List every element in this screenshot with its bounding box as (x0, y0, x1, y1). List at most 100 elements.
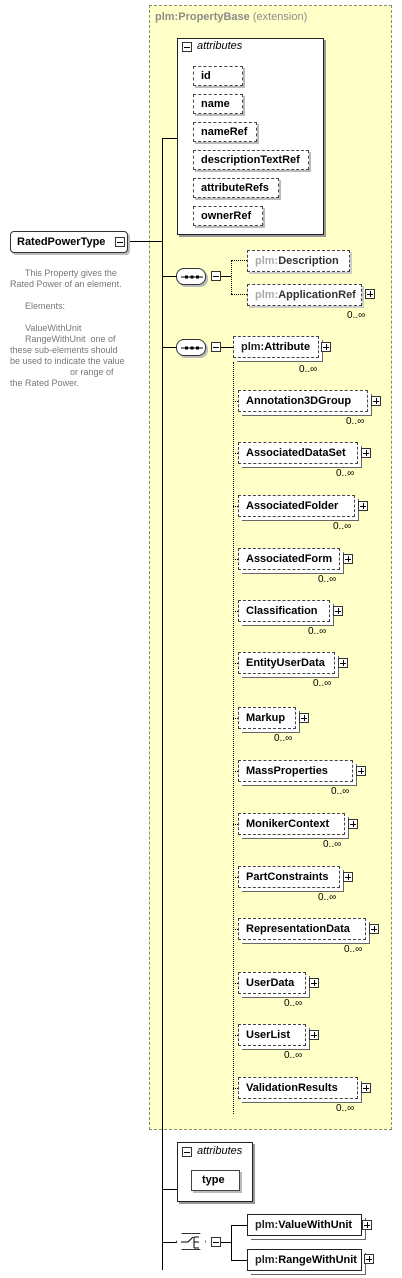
main-trunk (162, 138, 163, 1270)
attribute-ownerref[interactable]: ownerRef (193, 206, 263, 226)
expand-icon[interactable] (333, 606, 343, 616)
element-substitution[interactable]: MonikerContext (238, 813, 345, 835)
attribute-id[interactable]: id (193, 66, 243, 86)
seq1-branch (162, 276, 178, 277)
root-connector (128, 241, 162, 242)
sequence-compositor-icon[interactable] (176, 339, 206, 356)
choice-h2 (231, 1260, 247, 1261)
sequence-compositor-icon[interactable] (176, 268, 206, 285)
element-label: RepresentationData (246, 923, 350, 935)
element-rangewithunit[interactable]: plm:RangeWithUnit (247, 1249, 362, 1271)
element-substitution[interactable]: EntityUserData (238, 652, 335, 674)
occurs-label: 0..∞ (284, 1050, 303, 1061)
occurs-label: 0..∞ (284, 998, 303, 1009)
root-element[interactable]: RatedPowerType (10, 231, 128, 253)
seq1-h2 (231, 294, 247, 295)
element-label: AssociatedFolder (246, 500, 339, 512)
expand-icon[interactable] (338, 658, 348, 668)
collapse-sequence-icon[interactable] (211, 271, 221, 281)
local-attr-branch (162, 1189, 178, 1190)
element-substitution[interactable]: AssociatedForm (238, 548, 340, 570)
occurs-label: 0..∞ (274, 733, 293, 744)
element-applicationref[interactable]: plm:ApplicationRef (247, 284, 362, 306)
element-label: MonikerContext (246, 818, 330, 830)
substitution-connector (233, 929, 238, 930)
expand-icon[interactable] (358, 501, 368, 511)
expand-icon[interactable] (369, 924, 379, 934)
expand-icon[interactable] (309, 1030, 319, 1040)
occurs-label: 0..∞ (331, 786, 350, 797)
occurs-label: 0..∞ (344, 944, 363, 955)
element-label: EntityUserData (246, 657, 325, 669)
element-substitution[interactable]: Annotation3DGroup (238, 390, 368, 412)
element-valuewithunit[interactable]: plm:ValueWithUnit (247, 1214, 362, 1236)
expand-icon[interactable] (361, 1083, 371, 1093)
element-substitution[interactable]: RepresentationData (238, 918, 366, 940)
collapse-root-icon[interactable] (115, 237, 125, 247)
occurs-label: 0..∞ (318, 892, 337, 903)
element-label: Classification (246, 605, 318, 617)
expand-icon[interactable] (299, 713, 309, 723)
element-substitution[interactable]: UserList (238, 1024, 306, 1046)
occurs-applicationref: 0..∞ (347, 310, 366, 321)
substitution-connector (233, 453, 238, 454)
occurs-label: 0..∞ (333, 521, 352, 532)
element-substitution[interactable]: UserData (238, 972, 306, 994)
expand-icon[interactable] (371, 396, 381, 406)
occurs-label: 0..∞ (323, 839, 342, 850)
seq2-branch (162, 347, 178, 348)
attribute-nameref[interactable]: nameRef (193, 122, 257, 142)
occurs-attribute: 0..∞ (299, 364, 318, 375)
element-substitution[interactable]: ValidationResults (238, 1077, 358, 1099)
element-description[interactable]: plm:Description (247, 250, 350, 272)
expand-valuewithunit-icon[interactable] (362, 1220, 372, 1230)
element-label: ValidationResults (246, 1082, 338, 1094)
element-substitution[interactable]: AssociatedDataSet (238, 442, 358, 464)
element-attribute[interactable]: plm:Attribute (233, 336, 319, 358)
occurs-label: 0..∞ (336, 468, 355, 479)
element-substitution[interactable]: Classification (238, 600, 330, 622)
expand-applicationref-icon[interactable] (365, 289, 375, 299)
substitution-connector (233, 506, 238, 507)
substitution-connector (233, 983, 238, 984)
substitution-connector (233, 559, 238, 560)
seq2-link (221, 347, 233, 348)
expand-icon[interactable] (343, 554, 353, 564)
seq1-link (221, 276, 231, 277)
expand-icon[interactable] (361, 448, 371, 458)
expand-attribute-icon[interactable] (321, 342, 331, 352)
expand-icon[interactable] (348, 819, 358, 829)
element-substitution[interactable]: Markup (238, 707, 296, 729)
occurs-label: 0..∞ (346, 416, 365, 427)
expand-icon[interactable] (309, 978, 319, 988)
attribute-attributerefs[interactable]: attributeRefs (193, 178, 279, 198)
extension-title: plm:PropertyBase (extension) (155, 11, 308, 23)
element-substitution[interactable]: AssociatedFolder (238, 495, 355, 517)
choice-compositor-icon[interactable] (176, 1233, 206, 1250)
element-label: Annotation3DGroup (246, 395, 352, 407)
documentation: This Property gives the Rated Power of a… (10, 268, 125, 388)
local-attributes-header: attributes (197, 1145, 243, 1157)
collapse-local-attributes-icon[interactable] (182, 1147, 192, 1157)
substitution-connector (233, 771, 238, 772)
collapse-sequence-icon[interactable] (211, 342, 221, 352)
occurs-label: 0..∞ (308, 626, 327, 637)
element-label: Markup (246, 712, 286, 724)
element-label: UserData (246, 977, 295, 989)
substitution-connector (233, 401, 238, 402)
expand-icon[interactable] (343, 872, 353, 882)
attribute-type[interactable]: type (191, 1170, 240, 1191)
expand-rangewithunit-icon[interactable] (364, 1254, 374, 1264)
collapse-choice-icon[interactable] (211, 1237, 221, 1247)
attribute-name[interactable]: name (193, 94, 243, 114)
element-substitution[interactable]: PartConstraints (238, 866, 340, 888)
attribute-descriptiontextref[interactable]: descriptionTextRef (193, 150, 309, 170)
collapse-attributes-icon[interactable] (182, 42, 192, 52)
choice-vline (231, 1225, 232, 1261)
occurs-label: 0..∞ (336, 1103, 355, 1114)
expand-icon[interactable] (356, 766, 366, 776)
substitution-connector (233, 877, 238, 878)
substitution-connector (233, 663, 238, 664)
element-substitution[interactable]: MassProperties (238, 760, 353, 782)
substitution-connector (233, 718, 238, 719)
